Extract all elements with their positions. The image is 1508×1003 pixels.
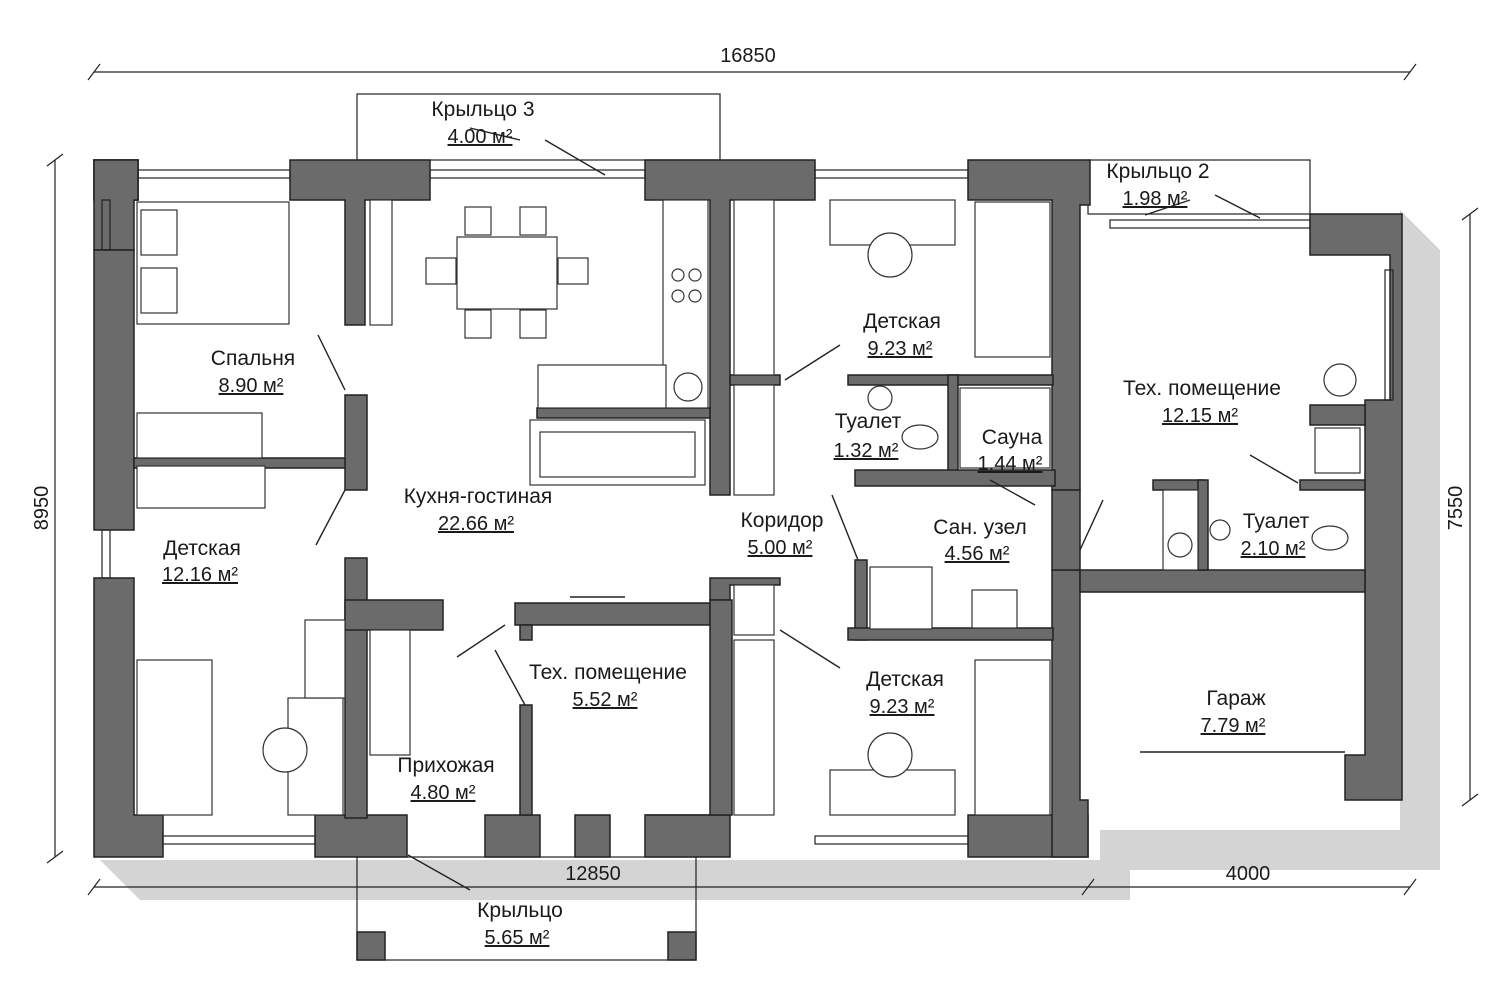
room-name-bathroom: Сан. узел [933, 516, 1026, 539]
interior-walls [133, 374, 1366, 819]
room-area-kids-bottom: 9.23 м² [870, 696, 935, 718]
room-name-porch3: Крыльцо 3 [431, 98, 534, 121]
room-name-porch2: Крыльцо 2 [1106, 160, 1209, 183]
room-name-kids-left: Детская [163, 537, 241, 560]
room-name-tech-mid: Тех. помещение [529, 661, 687, 684]
room-area-kitchen: 22.66 м² [438, 513, 514, 535]
room-name-kitchen: Кухня-гостиная [404, 485, 553, 508]
room-name-wc-small: Туалет [835, 410, 902, 433]
room-area-porch: 5.65 м² [485, 927, 550, 949]
dim-right-total: 7550 [1445, 486, 1467, 531]
room-area-kids-left: 12.16 м² [162, 564, 238, 586]
room-area-garage: 7.79 м² [1201, 715, 1266, 737]
porch-outlines [356, 93, 1311, 961]
dim-bottom-right: 4000 [1226, 863, 1271, 885]
dim-top-total: 16850 [720, 45, 776, 67]
room-name-kids-bottom: Детская [866, 668, 944, 691]
dim-bottom-left: 12850 [565, 863, 621, 885]
room-area-wc-right: 2.10 м² [1241, 538, 1306, 560]
room-area-porch2: 1.98 м² [1123, 188, 1188, 210]
room-area-tech-right: 12.15 м² [1162, 405, 1238, 427]
furniture [136, 199, 1361, 816]
room-area-corridor: 5.00 м² [748, 537, 813, 559]
room-name-corridor: Коридор [741, 509, 824, 532]
room-area-porch3: 4.00 м² [448, 126, 513, 148]
room-area-wc-small: 1.32 м² [834, 440, 899, 462]
room-area-bedroom: 8.90 м² [219, 375, 284, 397]
room-name-hall: Прихожая [397, 754, 494, 777]
room-labels: Крыльцо 3 4.00 м² Крыльцо 2 1.98 м² Спал… [162, 98, 1310, 949]
building-shadow [100, 210, 1440, 900]
room-name-sauna: Сауна [982, 426, 1043, 449]
room-name-tech-right: Тех. помещение [1123, 377, 1281, 400]
room-name-kids-top: Детская [863, 310, 941, 333]
room-name-bedroom: Спальня [211, 347, 295, 370]
dimension-lines [46, 63, 1479, 896]
room-area-sauna: 1.44 м² [978, 453, 1043, 475]
doors [315, 127, 1345, 891]
room-area-tech-mid: 5.52 м² [573, 689, 638, 711]
windows [101, 169, 1394, 845]
room-area-hall: 4.80 м² [411, 782, 476, 804]
exterior-walls [93, 159, 1403, 858]
room-area-kids-top: 9.23 м² [868, 338, 933, 360]
dimension-labels: 16850 8950 7550 12850 4000 [31, 45, 1467, 885]
room-name-garage: Гараж [1206, 687, 1265, 710]
room-name-wc-right: Туалет [1243, 510, 1310, 533]
dim-left-total: 8950 [31, 486, 53, 531]
room-area-bathroom: 4.56 м² [945, 543, 1010, 565]
room-name-porch: Крыльцо [477, 899, 563, 922]
